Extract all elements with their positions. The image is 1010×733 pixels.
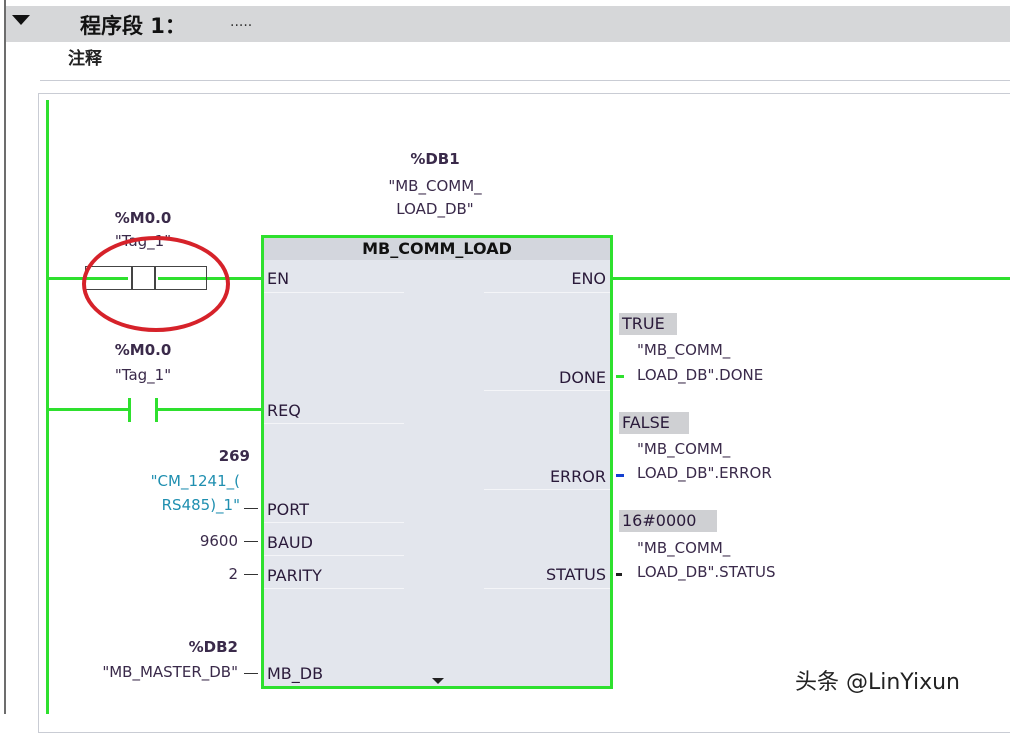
done-tag-2[interactable]: LOAD_DB".DONE xyxy=(637,366,764,384)
status-tag-1[interactable]: "MB_COMM_ xyxy=(637,539,731,557)
function-block-mb-comm-load[interactable]: MB_COMM_LOAD EN REQ PORT BAUD PARITY MB_… xyxy=(261,235,613,689)
pin-eno[interactable]: ENO xyxy=(571,269,606,288)
network-comment[interactable]: 注释 xyxy=(68,49,102,69)
pin-done[interactable]: DONE xyxy=(559,368,606,387)
parity-value[interactable]: 2 xyxy=(228,565,238,583)
error-wire xyxy=(616,474,624,477)
instance-db-address[interactable]: %DB1 xyxy=(410,150,460,168)
power-rail xyxy=(46,100,49,714)
network-title-comment[interactable]: ..... xyxy=(230,14,253,30)
wire xyxy=(244,574,258,575)
rung-req-left xyxy=(48,408,128,411)
contact2-name[interactable]: "Tag_1" xyxy=(114,366,172,384)
pin-separator xyxy=(264,292,404,293)
wire xyxy=(244,508,258,509)
wire xyxy=(244,673,258,674)
pin-req[interactable]: REQ xyxy=(267,401,301,420)
error-tag-1[interactable]: "MB_COMM_ xyxy=(637,440,731,458)
error-monitor-value: FALSE xyxy=(619,412,689,434)
error-tag-2[interactable]: LOAD_DB".ERROR xyxy=(637,464,772,482)
mb-db-name[interactable]: "MB_MASTER_DB" xyxy=(102,663,238,681)
rung-eno xyxy=(613,277,1010,280)
pin-separator xyxy=(484,390,610,391)
mb-db-address[interactable]: %DB2 xyxy=(188,638,238,656)
baud-value[interactable]: 9600 xyxy=(199,532,238,550)
port-value[interactable]: 269 xyxy=(218,447,250,465)
divider xyxy=(40,80,1010,81)
contact-no-left-icon[interactable] xyxy=(128,398,131,422)
instance-db-name-1[interactable]: "MB_COMM_ xyxy=(388,177,482,195)
block-type-title: MB_COMM_LOAD xyxy=(264,238,610,260)
pin-separator xyxy=(264,522,404,523)
editor-left-border xyxy=(4,0,6,714)
pin-separator xyxy=(484,489,610,490)
port-name-2[interactable]: RS485)_1" xyxy=(161,496,240,514)
watermark: 头条 @LinYixun xyxy=(795,670,960,695)
port-name-1[interactable]: "CM_1241_( xyxy=(150,472,240,490)
pin-baud[interactable]: BAUD xyxy=(267,533,313,552)
status-wire xyxy=(616,573,622,576)
pin-status[interactable]: STATUS xyxy=(545,565,606,584)
contact2-address[interactable]: %M0.0 xyxy=(114,341,172,359)
pin-separator xyxy=(264,555,404,556)
pin-separator xyxy=(264,423,404,424)
expand-arrow-icon[interactable] xyxy=(432,678,444,684)
pin-separator xyxy=(484,292,610,293)
collapse-triangle-icon[interactable] xyxy=(12,15,30,25)
instance-db-name-2[interactable]: LOAD_DB" xyxy=(396,200,474,218)
network-title: 程序段 1： xyxy=(80,14,186,38)
network-header[interactable] xyxy=(4,6,1010,42)
status-monitor-value: 16#0000 xyxy=(619,510,717,532)
highlight-circle xyxy=(82,236,230,332)
done-monitor-value: TRUE xyxy=(619,313,677,335)
pin-error[interactable]: ERROR xyxy=(549,467,606,486)
pin-mb-db[interactable]: MB_DB xyxy=(267,664,324,683)
pin-port[interactable]: PORT xyxy=(267,500,309,519)
pin-en[interactable]: EN xyxy=(267,269,290,288)
status-tag-2[interactable]: LOAD_DB".STATUS xyxy=(637,563,776,581)
wire xyxy=(244,541,258,542)
pin-parity[interactable]: PARITY xyxy=(267,566,322,585)
contact1-address[interactable]: %M0.0 xyxy=(114,209,172,227)
contact-no-right-icon[interactable] xyxy=(155,398,158,422)
done-tag-1[interactable]: "MB_COMM_ xyxy=(637,341,731,359)
done-wire xyxy=(616,375,624,378)
pin-separator xyxy=(264,588,404,589)
rung-req-right xyxy=(158,408,262,411)
pin-separator xyxy=(484,588,610,589)
